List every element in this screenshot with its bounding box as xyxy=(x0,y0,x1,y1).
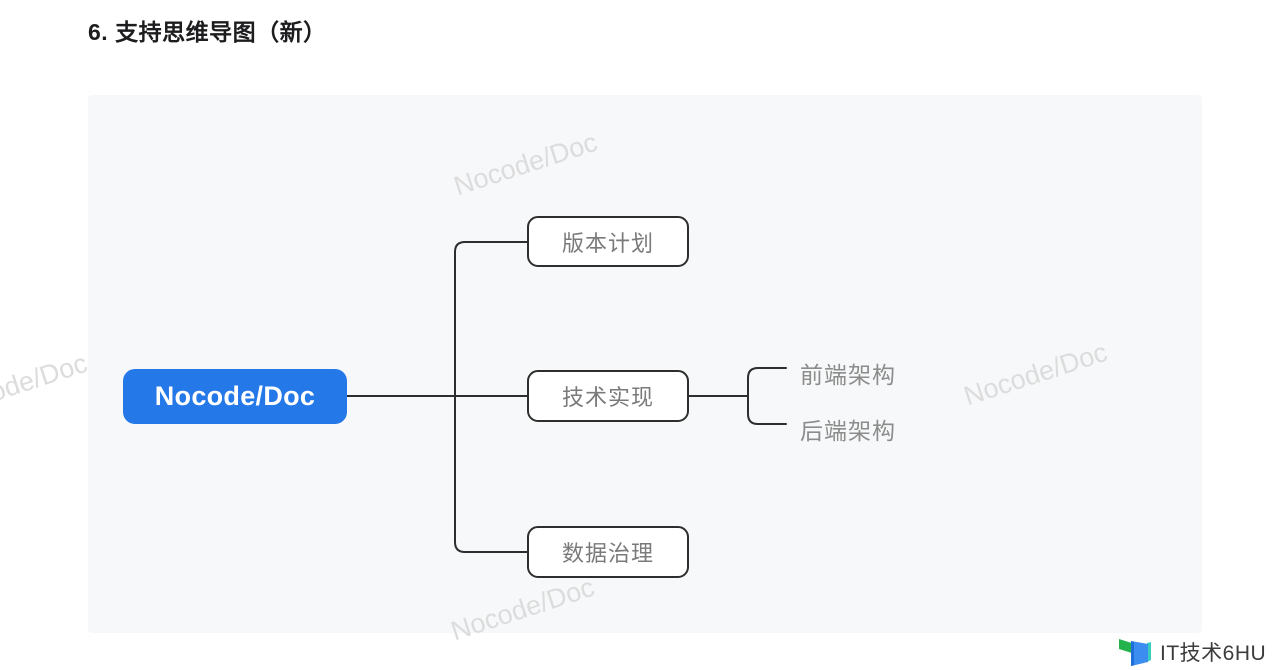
watermark-text: Nocode/Doc xyxy=(0,347,91,423)
site-brand-label: IT技术6HU xyxy=(1160,642,1267,665)
book-logo-icon xyxy=(1119,639,1151,666)
mindmap-node-backend-architecture[interactable]: 后端架构 xyxy=(800,418,896,444)
site-brand: IT技术6HU xyxy=(1118,636,1266,668)
mindmap-root-node[interactable]: Nocode/Doc xyxy=(123,369,347,424)
page-title: 6. 支持思维导图（新） xyxy=(88,19,327,45)
mindmap-node-frontend-architecture[interactable]: 前端架构 xyxy=(800,362,896,388)
mindmap-node-tech-implementation[interactable]: 技术实现 xyxy=(527,370,689,422)
mindmap-node-data-governance[interactable]: 数据治理 xyxy=(527,526,689,578)
mindmap-node-version-plan[interactable]: 版本计划 xyxy=(527,216,689,267)
